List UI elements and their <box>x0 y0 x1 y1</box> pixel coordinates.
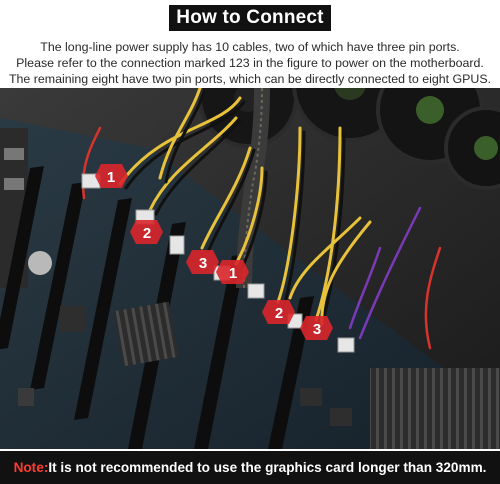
note-text: It is not recommended to use the graphic… <box>48 460 487 475</box>
title-banner: How to Connect <box>169 5 331 31</box>
description-line-3: The remaining eight have two pin ports, … <box>8 72 492 86</box>
marker-3b-label: 3 <box>313 321 321 338</box>
page-title: How to Connect <box>176 7 324 28</box>
marker-2a-label: 2 <box>143 225 151 242</box>
note-label: Note: <box>13 460 49 475</box>
description-block: The long-line power supply has 10 cables… <box>0 39 500 87</box>
marker-1b-label: 1 <box>229 265 237 282</box>
marker-2b: 2 <box>262 300 295 324</box>
motherboard-illustration: 1 2 3 1 2 3 <box>0 88 500 449</box>
chipset-heatsink <box>113 301 179 367</box>
marker-3a-label: 3 <box>199 255 207 272</box>
vrm-heatsink <box>370 368 500 449</box>
marker-2a: 2 <box>130 220 163 244</box>
motherboard-photo: 1 2 3 1 2 3 <box>0 88 500 449</box>
marker-1a-label: 1 <box>107 169 115 186</box>
marker-3a: 3 <box>186 250 219 274</box>
fan-group <box>198 88 500 190</box>
note-banner: Note: It is not recommended to use the g… <box>0 451 500 484</box>
cmos-battery <box>28 251 52 275</box>
psu-wires <box>81 88 442 350</box>
marker-1b: 1 <box>216 260 249 284</box>
description-line-2: Please refer to the connection marked 12… <box>16 56 484 70</box>
marker-3b: 3 <box>300 316 333 340</box>
description-line-1: The long-line power supply has 10 cables… <box>40 40 460 54</box>
marker-2b-label: 2 <box>275 305 283 322</box>
marker-1a: 1 <box>95 164 128 188</box>
